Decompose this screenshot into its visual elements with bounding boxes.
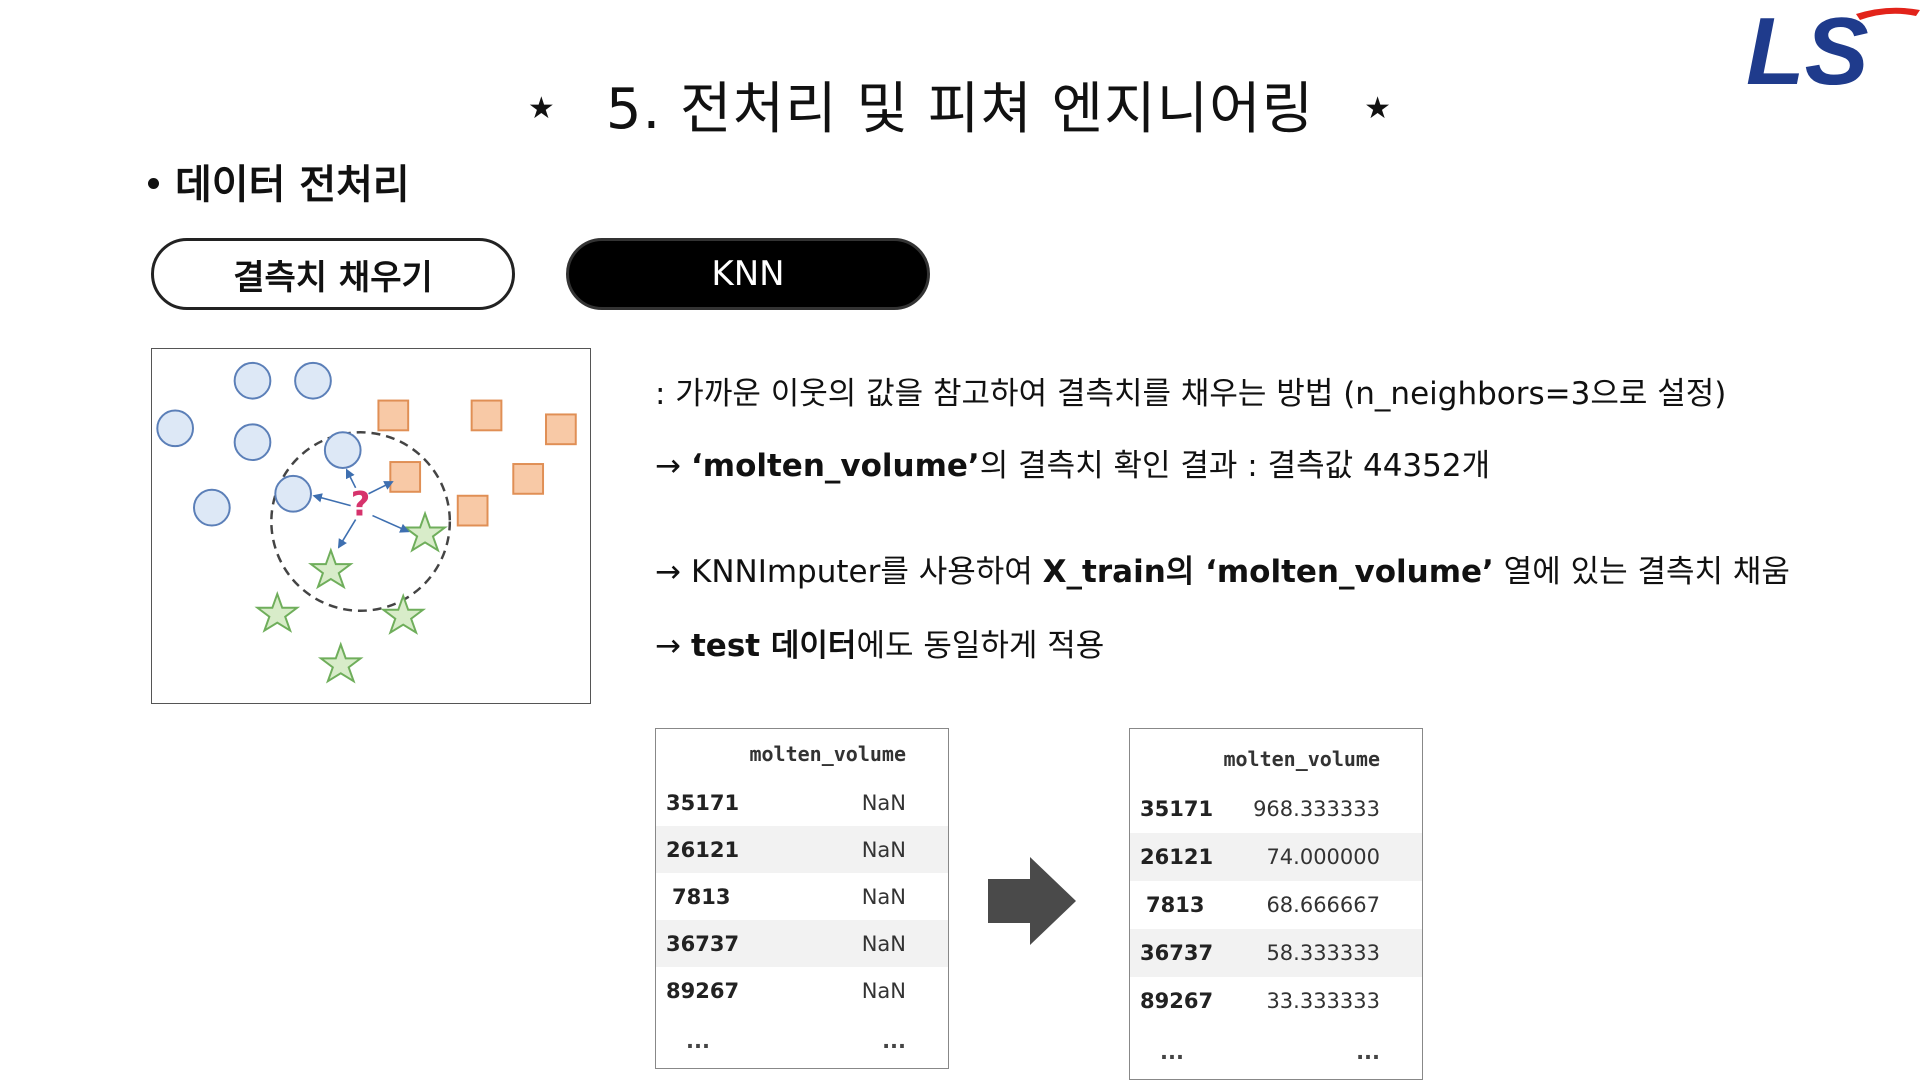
pill-knn: KNN xyxy=(566,238,930,310)
neighbor-arrows xyxy=(312,468,410,549)
desc-line-3-b: X_train의 ‘molten_volume’ xyxy=(1042,554,1494,590)
table-header: molten_volume xyxy=(749,742,906,766)
logo-swoosh xyxy=(1856,7,1920,20)
pill-fill-missing: 결측치 채우기 xyxy=(151,238,515,310)
class-c-point xyxy=(317,641,364,684)
class-c-point xyxy=(308,547,354,590)
desc-line-2: →‘molten_volume’의 결측치 확인 결과 : 결측값 44352개 xyxy=(655,440,1490,485)
class-a-point xyxy=(274,474,312,513)
title-star-right: ★ xyxy=(1364,91,1393,127)
desc-line-2-quote: ‘molten_volume’ xyxy=(690,448,980,484)
knn-diagram-svg: ? xyxy=(156,361,577,684)
table-header: molten_volume xyxy=(1223,747,1380,771)
class-b-point xyxy=(456,494,489,527)
class-a-point xyxy=(156,409,194,448)
desc-line-4-a: test 데이터 xyxy=(690,628,857,664)
ls-logo: LS xyxy=(1746,0,1920,100)
desc-line-4: →test 데이터에도 동일하게 적용 xyxy=(655,620,1104,665)
class-c-point xyxy=(402,510,448,553)
neighbor-arrow xyxy=(337,519,357,549)
class-a-points xyxy=(156,361,362,527)
class-a-point xyxy=(233,361,272,400)
desc-line-4-b: 에도 동일하게 적용 xyxy=(856,628,1105,664)
slide-title: ★ 5. 전처리 및 피쳐 엔지니어링 ★ xyxy=(0,64,1920,145)
arrow-glyph: → xyxy=(655,554,681,590)
class-b-points xyxy=(377,399,577,527)
class-a-point xyxy=(193,488,231,527)
class-c-point xyxy=(380,592,427,635)
class-b-point xyxy=(512,463,545,495)
title-star-left: ★ xyxy=(527,91,556,127)
neighbor-arrow xyxy=(345,468,357,489)
class-b-point xyxy=(389,461,422,493)
desc-line-1: : 가까운 이웃의 값을 참고하여 결측치를 채우는 방법 (n_neighbo… xyxy=(655,368,1726,413)
logo-text: LS xyxy=(1746,0,1869,100)
title-text: 5. 전처리 및 피쳐 엔지니어링 xyxy=(605,77,1315,142)
desc-line-3-c: 열에 있는 결측치 채움 xyxy=(1503,554,1790,590)
desc-line-3-a: KNNImputer를 사용하여 xyxy=(690,554,1033,590)
class-b-point xyxy=(545,413,577,446)
desc-line-1-text: : 가까운 이웃의 값을 참고하여 결측치를 채우는 방법 (n_neighbo… xyxy=(655,376,1727,412)
right-arrow-icon xyxy=(988,857,1076,945)
table-row: ...... xyxy=(656,1014,948,1068)
class-a-point xyxy=(294,361,332,400)
class-c-points xyxy=(254,510,448,684)
class-a-point xyxy=(233,423,272,462)
knn-diagram: ? xyxy=(151,348,591,704)
neighbor-arrow xyxy=(372,514,410,533)
section-heading: 데이터 전처리 xyxy=(148,152,410,210)
class-b-point xyxy=(377,399,410,432)
bullet-dot xyxy=(148,177,159,189)
class-b-point xyxy=(470,399,503,432)
desc-line-3: →KNNImputer를 사용하여 X_train의 ‘molten_volum… xyxy=(655,546,1790,591)
class-c-point xyxy=(254,590,301,633)
class-a-point xyxy=(323,431,362,469)
neighbor-arrow xyxy=(312,493,351,507)
desc-line-2-rest: 의 결측치 확인 결과 : 결측값 44352개 xyxy=(979,448,1491,484)
query-point-mark: ? xyxy=(351,485,371,524)
arrow-glyph: → xyxy=(655,448,681,484)
section-heading-text: 데이터 전처리 xyxy=(175,162,410,208)
arrow-glyph: → xyxy=(655,628,681,664)
neighbor-arrow xyxy=(368,481,394,495)
table-row: ...... xyxy=(1130,1025,1422,1079)
